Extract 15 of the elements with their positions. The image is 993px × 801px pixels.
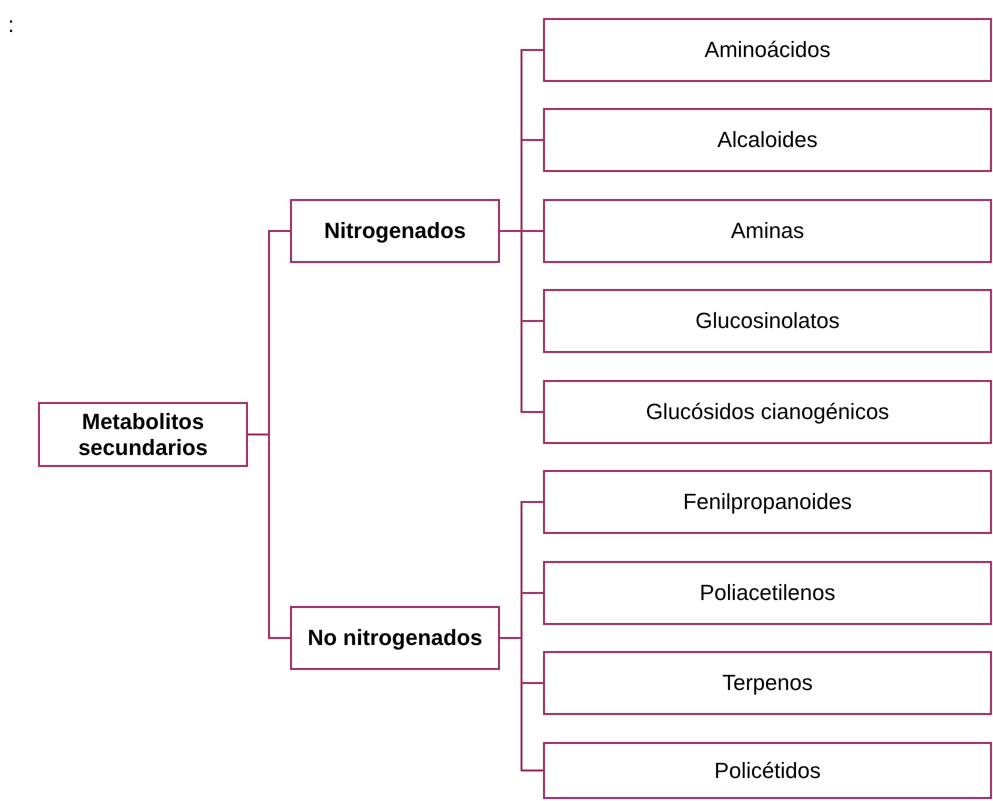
category-box: Glucósidos cianogénicos bbox=[543, 380, 992, 444]
connector-line bbox=[500, 230, 543, 413]
category-box: Terpenos bbox=[543, 651, 992, 715]
category-box: Aminoácidos bbox=[543, 18, 992, 82]
category-box: Alcaloides bbox=[543, 108, 992, 172]
category-box: No nitrogenados bbox=[290, 606, 500, 670]
category-box: Glucosinolatos bbox=[543, 289, 992, 353]
category-box: Aminas bbox=[543, 199, 992, 263]
category-box: Fenilpropanoides bbox=[543, 470, 992, 534]
note-text: : bbox=[8, 11, 14, 39]
category-box: Policétidos bbox=[543, 742, 992, 799]
category-box: Poliacetilenos bbox=[543, 561, 992, 625]
category-box: Metabolitos secundarios bbox=[38, 402, 248, 467]
category-box: Nitrogenados bbox=[290, 199, 500, 263]
connector-line bbox=[248, 434, 290, 639]
